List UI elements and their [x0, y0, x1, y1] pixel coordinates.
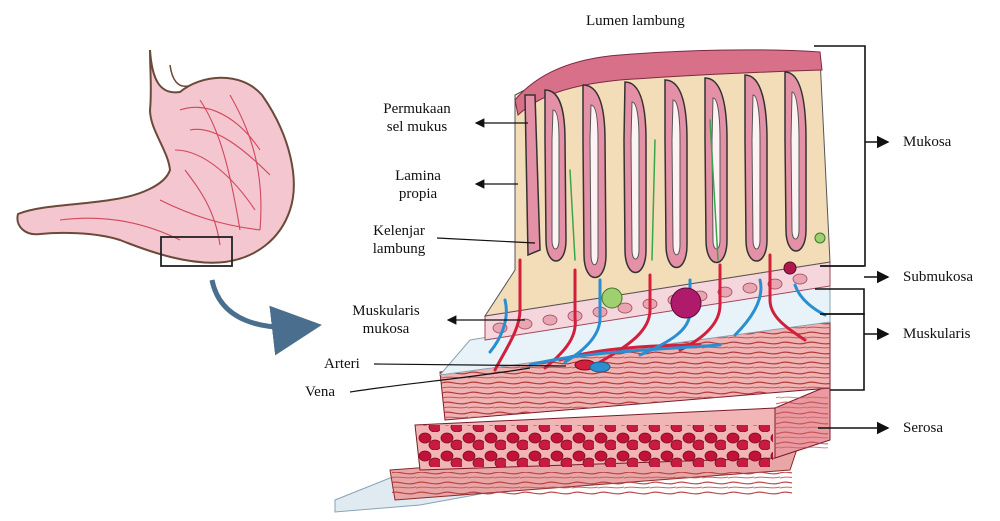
label-submukosa: Submukosa	[903, 268, 973, 286]
label-arteri: Arteri	[324, 355, 360, 373]
stomach-illustration	[17, 50, 312, 327]
label-muskularis: Muskularis	[903, 325, 971, 343]
label-lamina-propia: Lamina propia	[376, 167, 460, 203]
label-vena: Vena	[305, 383, 335, 401]
label-kelenjar-line1: Kelenjar	[362, 222, 436, 240]
curved-pointer-arrow	[212, 280, 312, 327]
label-kelenjar-lambung: Kelenjar lambung	[362, 222, 436, 258]
label-kelenjar-line2: lambung	[362, 240, 436, 258]
label-mukosa: Mukosa	[903, 133, 951, 151]
label-muskularis-mukosa-line2: mukosa	[330, 320, 442, 338]
label-permukaan-line1: Permukaan	[362, 100, 472, 118]
label-lumen-lambung: Lumen lambung	[586, 12, 685, 30]
label-lamina-line1: Lamina	[376, 167, 460, 185]
label-lamina-line2: propia	[376, 185, 460, 203]
label-permukaan-line2: sel mukus	[362, 118, 472, 136]
stomach-outline	[17, 50, 293, 263]
label-permukaan-sel-mukus: Permukaan sel mukus	[362, 100, 472, 136]
label-muskularis-mukosa-line1: Muskularis	[330, 302, 442, 320]
label-serosa: Serosa	[903, 419, 943, 437]
label-muskularis-mukosa: Muskularis mukosa	[330, 302, 442, 338]
